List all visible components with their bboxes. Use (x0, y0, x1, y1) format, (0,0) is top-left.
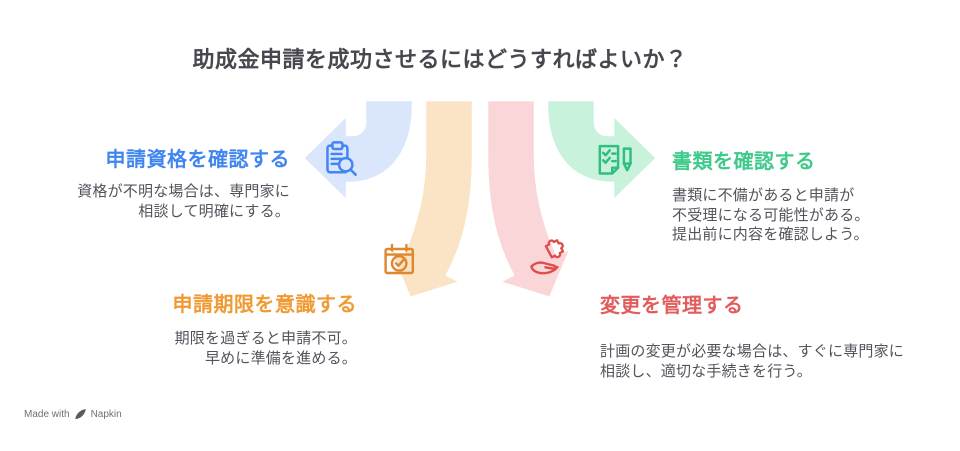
section-deadline-body: 期限を過ぎると申請不可。 早めに準備を進める。 (174, 330, 357, 367)
clipboard-search-icon (326, 141, 357, 176)
arrows-diagram (301, 98, 659, 300)
made-with-label: Made with (24, 409, 70, 420)
document-checklist-pen-icon (598, 144, 632, 175)
arrow-changes (485, 98, 573, 300)
arrow-eligibility (301, 98, 415, 203)
section-eligibility-body: 資格が不明な場合は、専門家に 相談して明確にする。 (77, 183, 290, 220)
section-changes-body: 計画の変更が必要な場合は、すぐに専門家に 相談し、適切な手続きを行う。 (600, 343, 905, 380)
napkin-brand-label: Napkin (90, 409, 122, 420)
section-changes: 変更を管理する 計画の変更が必要な場合は、すぐに専門家に 相談し、適切な手続きを… (600, 292, 904, 381)
section-documents: 書類を確認する 書類に不備があると申請が 不受理になる可能性がある。 提出前に内… (672, 148, 870, 245)
section-documents-heading: 書類を確認する (672, 151, 816, 173)
made-with-napkin-badge[interactable]: Made with Napkin (24, 408, 122, 421)
section-eligibility-heading: 申請資格を確認する (105, 149, 290, 171)
napkin-quill-icon (74, 409, 86, 419)
calendar-check-icon (384, 243, 415, 275)
section-changes-heading: 変更を管理する (600, 295, 744, 317)
arrow-documents (545, 98, 659, 203)
section-deadline-heading: 申請期限を意識する (172, 294, 357, 316)
section-documents-body: 書類に不備があると申請が 不受理になる可能性がある。 提出前に内容を確認しよう。 (672, 187, 870, 243)
page-title: 助成金申請を成功させるにはどうすればよいか？ (192, 47, 688, 72)
section-deadline: 申請期限を意識する 期限を過ぎると申請不可。 早めに準備を進める。 (173, 291, 358, 368)
section-eligibility: 申請資格を確認する 資格が不明な場合は、専門家に 相談して明確にする。 (77, 146, 290, 221)
hand-puzzle-icon (530, 239, 565, 275)
